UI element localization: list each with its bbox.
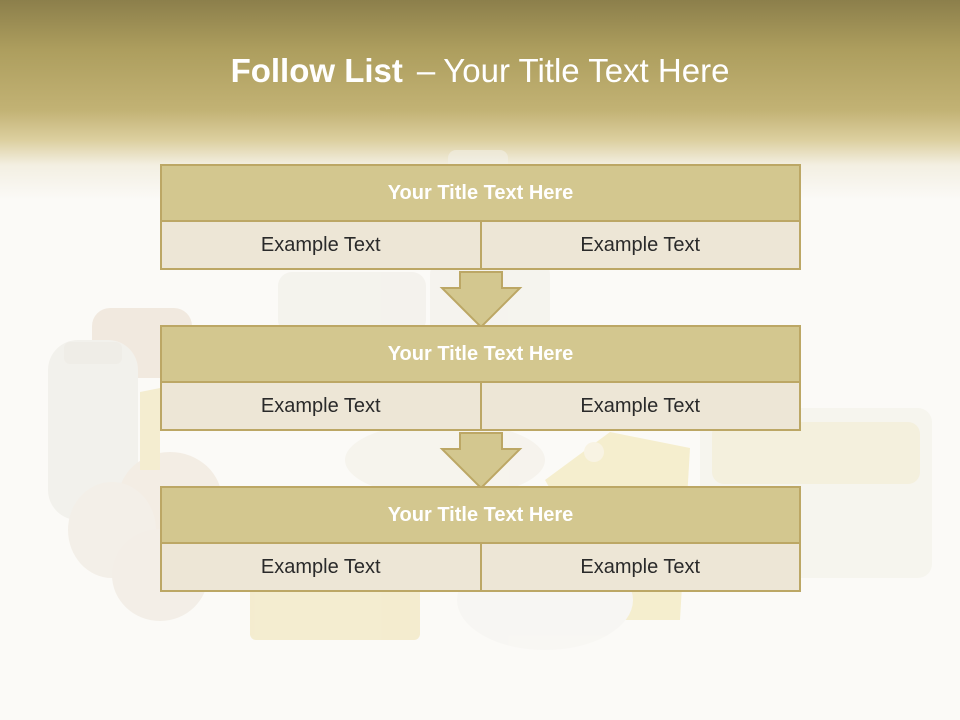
down-arrow-icon bbox=[439, 432, 523, 490]
list-block-cell-left: Example Text bbox=[160, 222, 482, 270]
list-block-title: Your Title Text Here bbox=[160, 164, 801, 222]
slide-title-separator: – bbox=[416, 52, 436, 89]
list-block-2: Your Title Text Here Example Text Exampl… bbox=[160, 325, 801, 431]
list-block-row: Example Text Example Text bbox=[160, 383, 801, 431]
slide-title-rest: Your Title Text Here bbox=[443, 52, 730, 89]
list-block-row: Example Text Example Text bbox=[160, 222, 801, 270]
list-block-cell-right: Example Text bbox=[479, 544, 801, 592]
list-block-3: Your Title Text Here Example Text Exampl… bbox=[160, 486, 801, 592]
list-block-cell-right: Example Text bbox=[479, 383, 801, 431]
list-block-row: Example Text Example Text bbox=[160, 544, 801, 592]
list-block-cell-right: Example Text bbox=[479, 222, 801, 270]
slide-title: Follow List–Your Title Text Here bbox=[0, 52, 960, 90]
list-block-cell-left: Example Text bbox=[160, 383, 482, 431]
slide-title-bold: Follow List bbox=[230, 52, 403, 89]
list-block-title: Your Title Text Here bbox=[160, 325, 801, 383]
list-block-1: Your Title Text Here Example Text Exampl… bbox=[160, 164, 801, 270]
list-block-title: Your Title Text Here bbox=[160, 486, 801, 544]
down-arrow-icon bbox=[439, 271, 523, 329]
list-block-cell-left: Example Text bbox=[160, 544, 482, 592]
